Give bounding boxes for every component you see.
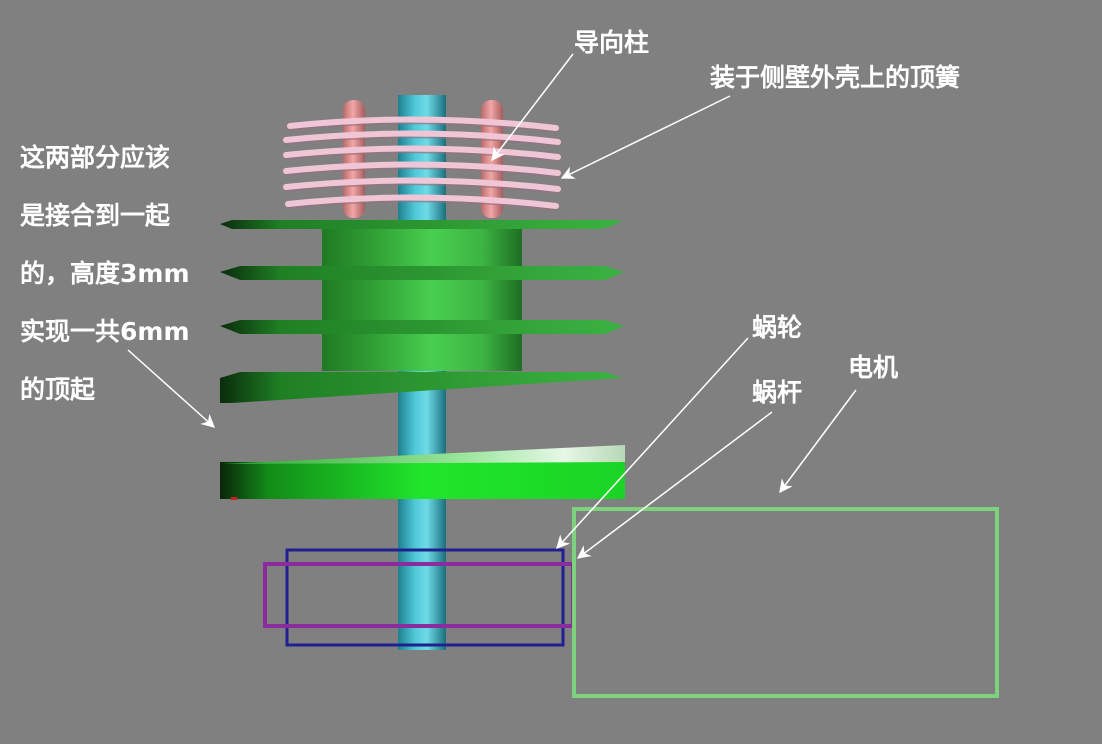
annotation-arrows xyxy=(127,53,857,559)
arrow-motor xyxy=(779,389,857,494)
note-line: 的，高度3mm xyxy=(20,259,190,288)
disc-3 xyxy=(220,320,624,334)
drum xyxy=(322,225,522,371)
guide-post-left xyxy=(343,100,365,218)
note-line: 的顶起 xyxy=(20,375,96,404)
note-line: 是接合到一起 xyxy=(20,201,171,230)
guide-posts xyxy=(343,100,503,218)
disc-2 xyxy=(220,266,624,280)
arrow-guide-post xyxy=(491,53,574,162)
label-worm-wheel: 蜗轮 xyxy=(752,313,803,342)
arrow-top-spring xyxy=(560,95,731,179)
arrow-note xyxy=(127,349,216,428)
note-line: 这两部分应该 xyxy=(20,143,171,172)
note-line: 实现一共6mm xyxy=(20,317,190,346)
cam-body xyxy=(220,462,625,499)
design-note: 这两部分应该 是接合到一起 的，高度3mm 实现一共6mm 的顶起 xyxy=(20,141,230,431)
cam-top-ramp xyxy=(222,445,625,464)
label-worm: 蜗杆 xyxy=(752,378,803,407)
cam-disc xyxy=(220,445,625,500)
arrow-worm-wheel xyxy=(556,337,749,549)
arrow-worm xyxy=(576,411,773,559)
worm-wheel xyxy=(285,548,565,647)
motor xyxy=(572,507,999,698)
label-top-spring: 装于侧壁外壳上的顶簧 xyxy=(710,63,961,92)
disc-1 xyxy=(220,220,622,229)
top-spring xyxy=(283,116,561,209)
disc-4 xyxy=(220,372,622,403)
label-motor: 电机 xyxy=(848,353,899,382)
green-discs xyxy=(220,220,624,403)
label-guide-post: 导向柱 xyxy=(574,28,650,57)
